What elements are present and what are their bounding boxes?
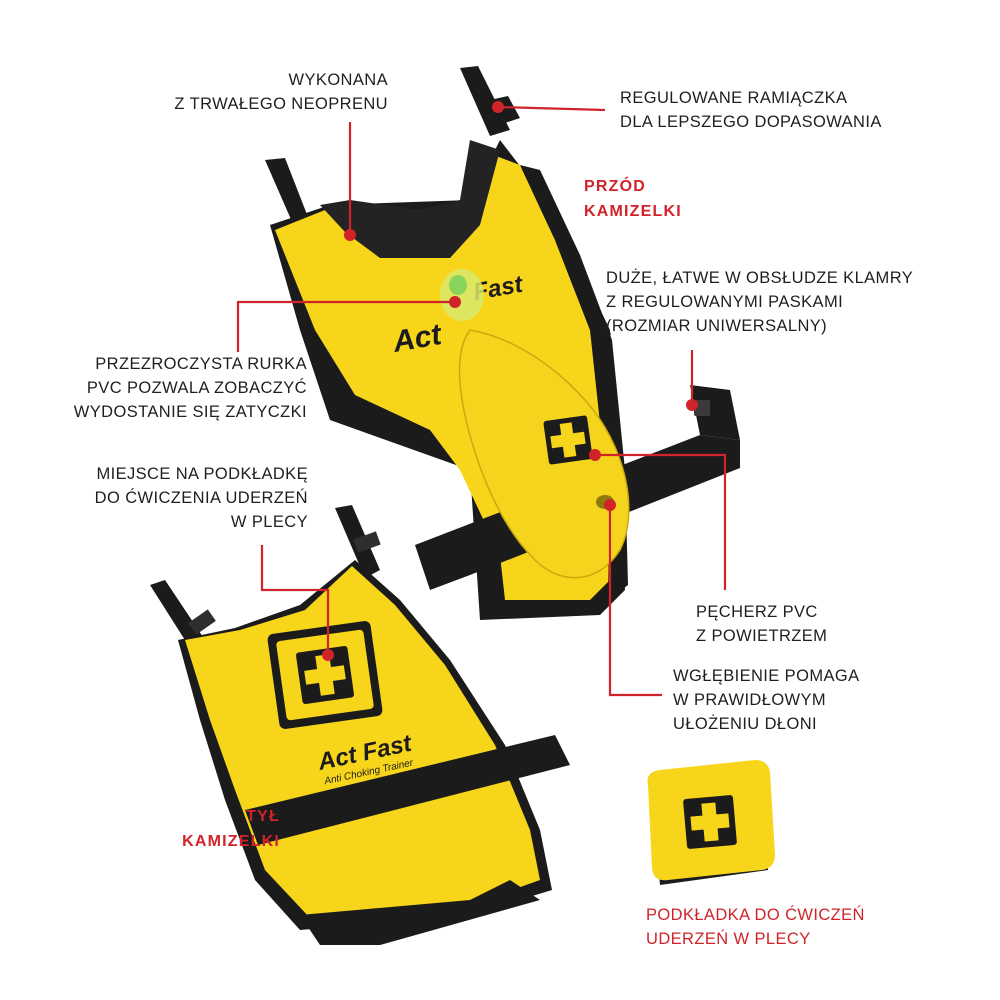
leader-bladder <box>595 453 727 590</box>
label-straps: REGULOWANE RAMIĄCZKA DLA LEPSZEGO DOPASO… <box>620 89 882 131</box>
front-vest: Act Fast <box>265 66 740 620</box>
label-buckles: DUŻE, ŁATWE W OBSŁUDZE KLAMRY Z REGULOWA… <box>606 269 914 335</box>
label-tube: PRZEZROCZYSTA RURKA PVC POZWALA ZOBACZYĆ… <box>73 355 307 421</box>
back-belt-strap <box>245 735 570 845</box>
label-front-title: PRZÓD KAMIZELKI <box>584 178 682 220</box>
label-hand-recess: WGŁĘBIENIE POMAGA W PRAWIDŁOWYM UŁOŻENIU… <box>673 667 860 733</box>
bladder-cross-badge <box>543 415 593 465</box>
leader-hand-recess <box>608 505 662 697</box>
back-blow-pad <box>647 760 775 885</box>
label-pad: PODKŁADKA DO ĆWICZEŃ UDERZEŃ W PLECY <box>646 906 865 948</box>
buckle <box>690 385 740 440</box>
leader-tube <box>236 300 455 352</box>
label-back-title: TYŁ KAMIZELKI <box>182 808 280 850</box>
air-bladder <box>458 329 630 579</box>
leader-pad-place <box>260 545 330 655</box>
label-material: WYKONANA Z TRWAŁEGO NEOPRENU <box>174 71 388 113</box>
label-pad-place: MIEJSCE NA PODKŁADKĘ DO ĆWICZENIA UDERZE… <box>94 465 308 531</box>
back-left-strap <box>150 580 205 648</box>
leader-lines <box>236 101 727 697</box>
neck-opening <box>320 140 500 258</box>
pad-cross-icon <box>683 795 737 849</box>
label-bladder: PĘCHERZ PVC Z POWIETRZEM <box>696 603 828 645</box>
leader-straps <box>497 105 606 112</box>
back-vest: Act Fast Anti Choking Trainer www.actfas… <box>150 505 570 945</box>
front-right-strap <box>460 66 510 136</box>
pad-pocket <box>267 621 383 729</box>
